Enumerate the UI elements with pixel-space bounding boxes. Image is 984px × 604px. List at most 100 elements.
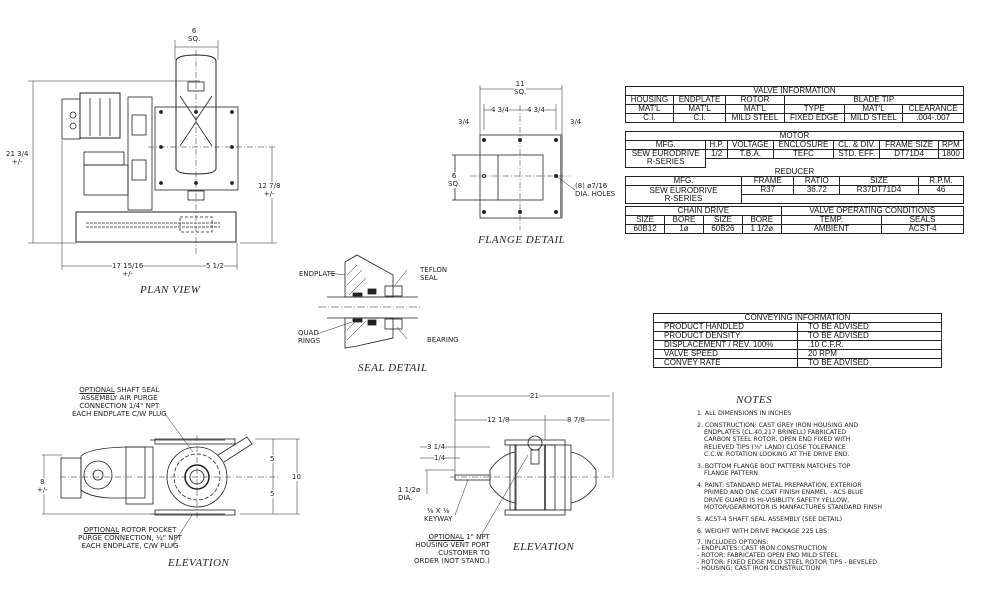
note-line: EACH ENDPLATE, C/W PLUG xyxy=(81,542,179,550)
note-line: 1" NPT xyxy=(463,533,490,541)
flange-dim-a: 4 3/4 xyxy=(491,106,509,114)
optional-label: OPTIONAL xyxy=(428,533,464,541)
note-line: 3. BOTTOM FLANGE BOLT PATTERN MATCHES TO… xyxy=(697,462,851,470)
dim-suffix: DIA. xyxy=(398,494,413,502)
seal-detail-title: SEAL DETAIL xyxy=(358,362,428,374)
seal-endplate-label: ENDPLATE xyxy=(299,270,336,278)
table-cell: 1800 xyxy=(937,149,965,159)
flange-dim-edge-left: 3/4 xyxy=(458,118,470,126)
dim-value: 1 1/2ø xyxy=(398,486,421,494)
valve-info-table: VALVE INFORMATION HOUSING ENDPLATE ROTOR… xyxy=(625,86,965,123)
empty-cell xyxy=(705,158,964,167)
mfg-name: SEW EURODRIVE xyxy=(631,149,700,159)
row-label: CONVEY RATE xyxy=(653,358,798,368)
plan-view-title: PLAN VIEW xyxy=(140,284,201,296)
elev-right-dim-left: 12 1/8 xyxy=(487,416,510,424)
label-line: QUAD xyxy=(298,329,319,337)
empty-cell xyxy=(740,194,965,204)
dim-value: 6 xyxy=(191,27,197,35)
note-line: - HOUSING: CAST IRON CONSTRUCTION xyxy=(697,565,821,573)
chain-drive-table: CHAIN DRIVE VALVE OPERATING CONDITIONS S… xyxy=(624,206,965,234)
note-line: - ROTOR: FIXED EDGE MILD STEEL ROTOR TIP… xyxy=(697,558,878,566)
elev-right-dim-right: 8 7/8 xyxy=(567,416,585,424)
label-line: SEAL xyxy=(420,274,438,282)
column-header: MFG. xyxy=(625,176,742,186)
dim-value: 8 xyxy=(40,478,45,486)
flange-detail-drawing xyxy=(452,85,576,230)
table-cell: 1 1/2ø xyxy=(742,224,782,234)
plan-dim-width: 17 15/16+/- xyxy=(112,262,144,278)
table-cell: 1ø xyxy=(664,224,704,234)
elev-left-dim-half-bottom: 5 xyxy=(270,490,275,498)
table-cell: MILD STEEL xyxy=(843,113,904,123)
note-line: CUSTOMER TO xyxy=(438,549,490,557)
plan-dim-right: 12 7/8+/- xyxy=(258,182,281,198)
label-line: TEFLON xyxy=(420,266,448,274)
note-line: SHAFT SEAL xyxy=(114,386,160,394)
note-line: EACH ENDPLATE C/W PLUG xyxy=(72,410,167,418)
note-line: CARBON STEEL ROTOR, OPEN END FIXED WITH xyxy=(704,436,851,444)
notes-title: NOTES xyxy=(736,394,773,406)
elev-left-dim-height: 8+/- xyxy=(37,478,48,494)
dim-value: 12 7/8 xyxy=(258,182,281,190)
note-line: PRIMED AND ONE COAT FINISH ENAMEL - ACS … xyxy=(704,489,864,497)
label-line: RINGS xyxy=(298,337,321,345)
housing-vent-note: OPTIONAL 1" NPT HOUSING VENT PORT CUSTOM… xyxy=(414,533,490,565)
note-line: FLANGE PATTERN xyxy=(704,470,759,478)
note-line: C.C.W. ROTATION LOOKING AT THE DRIVE END… xyxy=(704,451,850,459)
note-line: 4. PAINT: STANDARD METAL PREPARATION, EX… xyxy=(697,482,862,490)
dim-suffix: SQ. xyxy=(448,180,461,188)
shaft-seal-purge-note: OPTIONAL SHAFT SEAL ASSEMBLY AIR PURGE C… xyxy=(72,386,167,418)
elevation-right-title: ELEVATION xyxy=(513,541,575,553)
table-cell: 60B26 xyxy=(702,224,744,234)
table-cell: STD. EFF. xyxy=(833,149,881,159)
note-line: ENDPLATES (CL.40,217 BRINELL) FABRICATED xyxy=(704,429,847,437)
dim-suffix: KEYWAY xyxy=(424,515,453,523)
table-cell: MILD STEEL xyxy=(725,113,785,123)
mfg-series: R-SERIES xyxy=(646,157,685,167)
mfg-series: R-SERIES xyxy=(664,193,703,203)
dim-tolerance: +/- xyxy=(263,190,275,198)
note-line: - ROTOR: FABRICATED OPEN END MILD STEEL xyxy=(697,551,838,559)
dim-value: ⅜ X ⅛ xyxy=(426,507,450,515)
note-line: RELIEVED TIPS (⅛" LAND) CLOSE TOLERANCE xyxy=(704,443,846,451)
table-cell: 36.72 xyxy=(793,185,841,195)
elev-left-dim-half-top: 5 xyxy=(270,455,275,463)
elev-right-dim-b: 1/4 xyxy=(434,454,446,462)
dim-value: 21 3/4 xyxy=(6,150,29,158)
table-cell: C.I. xyxy=(672,113,727,123)
dim-suffix: SQ. xyxy=(514,88,527,96)
plan-dim-height: 21 3/4+/- xyxy=(6,150,29,166)
table-cell: DT71D4 xyxy=(879,149,939,159)
dim-tolerance: +/- xyxy=(11,158,23,166)
table-cell: 1/2 xyxy=(705,149,728,159)
dim-suffix: SQ. xyxy=(188,35,201,43)
dim-value: 6 xyxy=(451,172,457,180)
notes-list: 1. ALL DIMENSIONS IN INCHES 2. CONSTRUCT… xyxy=(697,410,967,577)
note-line: HOUSING VENT PORT xyxy=(415,541,490,549)
flange-dim-edge-right: 3/4 xyxy=(570,118,582,126)
table-cell: AMBIENT xyxy=(780,224,883,234)
column-header: MFG. xyxy=(624,140,707,150)
table-cell: R37 xyxy=(740,185,795,195)
note-line: DRIVE GUARD IS HI-VISIBLITY SAFETY YELLO… xyxy=(704,496,850,504)
note-line: PURGE CONNECTION, ¼" NPT xyxy=(78,534,182,542)
note-6: 6. WEIGHT WITH DRIVE PACKAGE 225 LBS. xyxy=(697,527,830,535)
elevation-left-title: ELEVATION xyxy=(168,557,230,569)
flange-detail-title: FLANGE DETAIL xyxy=(478,234,566,246)
note-3: 3. BOTTOM FLANGE BOLT PATTERN MATCHES TO… xyxy=(697,463,967,478)
table-cell: T.B.A. xyxy=(726,149,774,159)
table-cell: TEFC xyxy=(772,149,835,159)
seal-bearing-label: BEARING xyxy=(427,336,459,344)
table-cell: 60B12 xyxy=(624,224,666,234)
note-line: CONNECTION 1/4" NPT xyxy=(79,402,160,410)
rotor-pocket-purge-note: OPTIONAL ROTOR POCKET PURGE CONNECTION, … xyxy=(78,526,182,550)
